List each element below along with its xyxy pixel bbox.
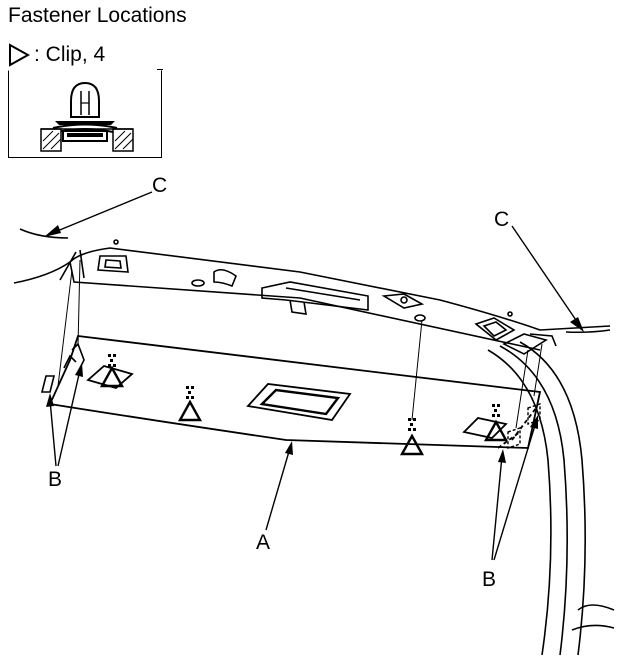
headliner-panel-a	[48, 335, 542, 449]
clip-detail-illustration	[40, 81, 134, 152]
callout-b-left: B	[48, 468, 62, 491]
clip-triangle-icon	[483, 419, 509, 442]
callout-b-right: B	[482, 568, 496, 591]
legend: : Clip, 4	[8, 42, 105, 68]
legend-text: : Clip, 4	[34, 43, 106, 66]
clip-marks	[108, 354, 500, 431]
leader-lines	[44, 191, 584, 561]
callout-a: A	[256, 531, 270, 554]
right-trim-b	[507, 403, 541, 449]
clip-triangle-icon	[99, 365, 125, 388]
alignment-lines	[57, 259, 543, 429]
clip-triangle-icon	[177, 399, 203, 422]
callout-c-left: C	[152, 174, 167, 197]
triangle-clip-icon	[9, 43, 30, 67]
left-trim-b	[40, 342, 85, 393]
diagram-title: Fastener Locations	[8, 4, 187, 27]
clip-detail-box	[8, 69, 163, 158]
callout-c-right: C	[494, 208, 509, 231]
right-pillar	[487, 341, 615, 656]
roof-rail	[13, 228, 611, 355]
clip-triangle-icons	[99, 365, 509, 456]
clip-triangle-icon	[399, 433, 425, 456]
